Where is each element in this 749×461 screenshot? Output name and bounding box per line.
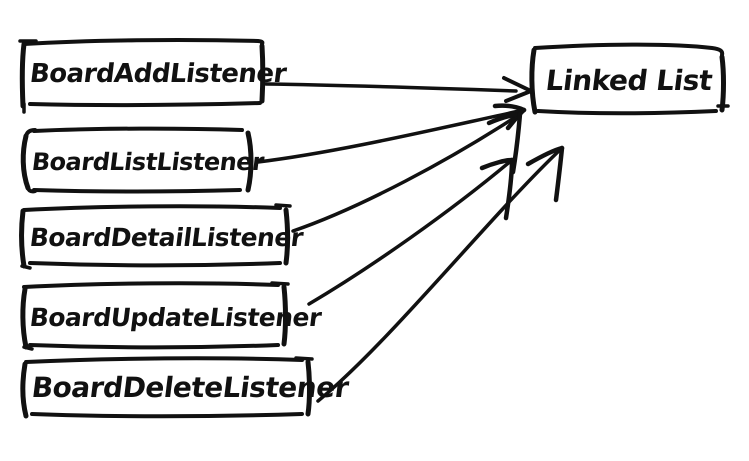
node-box-board-add-listener[interactable] xyxy=(18,38,266,114)
node-box-board-update-listener[interactable] xyxy=(20,281,290,351)
edge-board-update-listener-to-linked-list xyxy=(307,157,515,306)
node-box-board-delete-listener[interactable] xyxy=(20,356,314,419)
edge-board-delete-listener-to-linked-list xyxy=(316,145,565,403)
node-box-linked-list[interactable] xyxy=(529,42,730,116)
edge-board-add-listener-to-linked-list xyxy=(264,76,533,103)
node-box-board-list-listener[interactable] xyxy=(20,126,254,194)
node-box-board-detail-listener[interactable] xyxy=(19,203,292,270)
edge-board-list-listener-to-linked-list xyxy=(256,103,527,164)
edge-board-detail-listener-to-linked-list xyxy=(291,111,523,233)
